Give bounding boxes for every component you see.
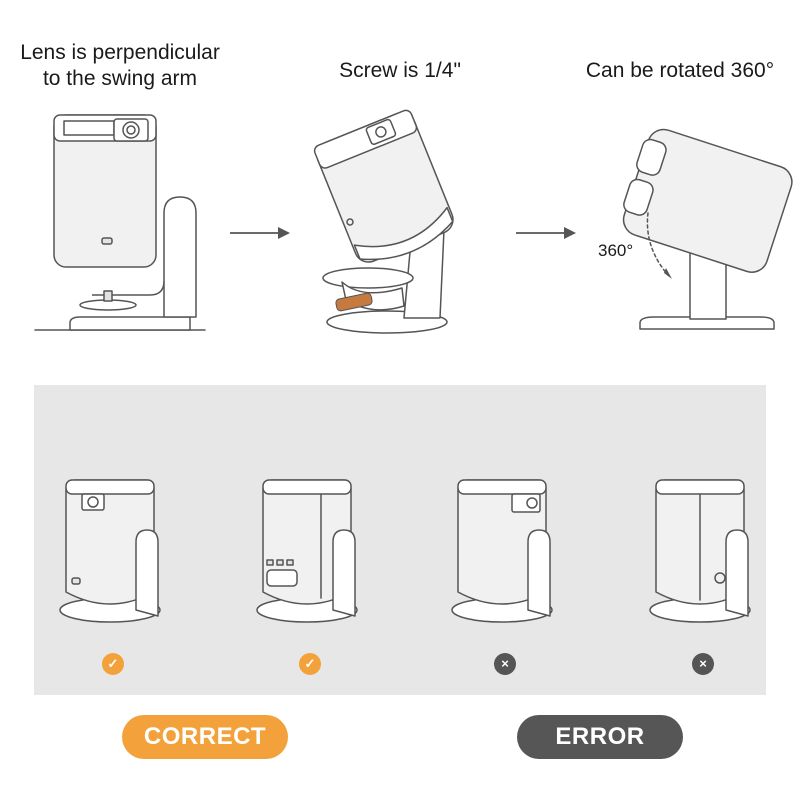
check-icon: ✓ <box>102 653 124 675</box>
cross-icon: × <box>692 653 714 675</box>
check-icon: ✓ <box>299 653 321 675</box>
correct-label: CORRECT <box>122 715 288 759</box>
caption-screw-size: Screw is 1/4" <box>339 59 461 82</box>
correct-example-2 <box>256 479 358 623</box>
step3-rotation-illustration <box>622 128 793 330</box>
arrow-icon <box>516 227 576 239</box>
cross-icon: × <box>494 653 516 675</box>
error-example-2 <box>649 479 751 623</box>
error-example-1 <box>451 479 553 623</box>
arrow-icon <box>230 227 290 239</box>
caption-perpendicular: Lens is perpendicular to the swing arm <box>20 41 220 90</box>
caption-rotation: Can be rotated 360° <box>585 59 775 82</box>
correct-example-1 <box>59 479 161 623</box>
step1-projector-illustration <box>34 114 206 331</box>
rotation-angle-label: 360° <box>598 241 634 260</box>
step2-screw-illustration <box>313 109 454 334</box>
error-label: ERROR <box>517 715 683 759</box>
